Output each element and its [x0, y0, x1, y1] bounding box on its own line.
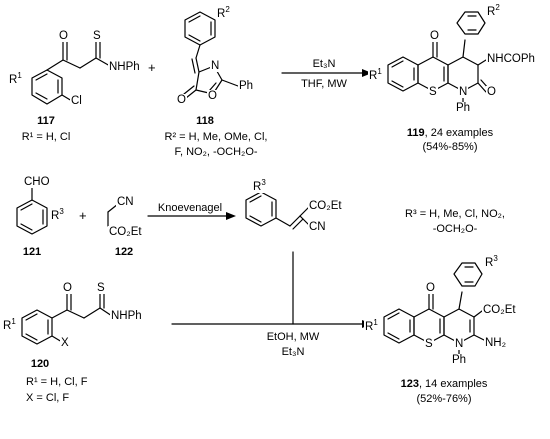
structure-intermediate — [245, 191, 311, 230]
substituents-118-line1: R² = H, Me, OMe, Cl, — [164, 131, 268, 143]
conditions-1-above: Et₃N — [312, 58, 336, 70]
compound-number-120: 120 — [30, 358, 50, 370]
product-119-yield: (54%-85%) — [422, 141, 478, 153]
atom-s: S — [428, 86, 438, 98]
compound-number-118: 118 — [196, 115, 214, 127]
plus-sign-2: + — [79, 208, 87, 223]
atom-o: O — [58, 30, 69, 42]
atom-r1: R1 — [8, 71, 23, 86]
reaction-arrow-knoevenagel — [147, 212, 236, 220]
atom-s: S — [92, 30, 102, 42]
step-label-knoevenagel: Knoevenagel — [157, 202, 223, 214]
atom-nhcoph: NHCOPh — [486, 53, 536, 65]
structure-120 — [21, 291, 113, 345]
r3-definition-line1: R³ = H, Me, Cl, NO₂, — [405, 208, 505, 220]
reaction-arrow-1 — [281, 69, 372, 77]
atom-o: O — [429, 30, 440, 42]
structure-121 — [16, 187, 48, 235]
aryl-ring — [453, 262, 483, 287]
aryl-ring — [456, 11, 486, 35]
structure-123 — [383, 262, 485, 356]
atom-r1: R1 — [368, 67, 383, 82]
atom-ph: Ph — [238, 80, 255, 92]
atom-cl: Cl — [70, 95, 83, 107]
product-123-yield: (52%-76%) — [416, 393, 472, 405]
substituents-118-line2: F, NO₂, -OCH₂O- — [174, 146, 258, 158]
atom-cn: CN — [308, 221, 327, 233]
structure-119 — [387, 11, 490, 104]
atom-co2et: CO₂Et — [308, 200, 343, 212]
atom-s: S — [424, 338, 434, 350]
structure-118 — [183, 11, 239, 99]
conditions-2-line1: EtOH, MW — [266, 331, 320, 343]
atom-co2et: CO₂Et — [482, 304, 517, 316]
atom-r3: R3 — [484, 254, 499, 269]
atom-r3: R3 — [252, 178, 267, 193]
atom-nh2: NH₂ — [484, 337, 508, 349]
conditions-1-below: THF, MW — [301, 78, 347, 90]
reaction-arrow-2 — [171, 320, 372, 328]
compound-number-121: 121 — [22, 246, 42, 258]
r3-definition-line2: -OCH₂O- — [432, 223, 478, 235]
atom-r1: R1 — [364, 318, 379, 333]
benzylidene-ring — [184, 11, 216, 46]
substituents-120-line1: R¹ = H, Cl, F — [26, 376, 88, 388]
atom-nhph: NHPh — [108, 61, 141, 73]
atom-n: N — [458, 86, 469, 98]
atom-s: S — [96, 282, 106, 294]
atom-ph: Ph — [455, 102, 472, 114]
atom-cho: CHO — [23, 176, 51, 188]
atom-o: O — [486, 86, 497, 98]
atom-r2: R2 — [486, 3, 501, 18]
atom-o-ring: O — [207, 90, 218, 102]
atom-o: O — [62, 282, 73, 294]
atom-x: X — [60, 337, 70, 349]
atom-n: N — [454, 338, 465, 350]
atom-ph: Ph — [451, 354, 468, 366]
compound-number-117: 117 — [37, 115, 55, 127]
atom-n: N — [210, 60, 221, 72]
conditions-2-line2: Et₃N — [281, 346, 305, 358]
plus-sign-1: + — [148, 60, 156, 75]
product-119-summary: 119, 24 examples — [406, 127, 494, 139]
atom-o-carbonyl: O — [176, 94, 187, 106]
atom-r3: R3 — [50, 207, 65, 222]
substituents-120-line2: X = Cl, F — [26, 392, 70, 404]
atom-r2: R2 — [216, 5, 231, 20]
atom-nhph: NHPh — [110, 310, 143, 322]
atom-cn: CN — [116, 196, 135, 208]
product-123-summary: 123, 14 examples — [400, 378, 488, 390]
compound-number-122: 122 — [114, 246, 134, 258]
atom-r1: R1 — [2, 317, 17, 332]
substituents-117: R¹ = H, Cl — [21, 131, 71, 143]
atom-o: O — [425, 282, 436, 294]
atom-co2et: CO₂Et — [108, 226, 143, 238]
